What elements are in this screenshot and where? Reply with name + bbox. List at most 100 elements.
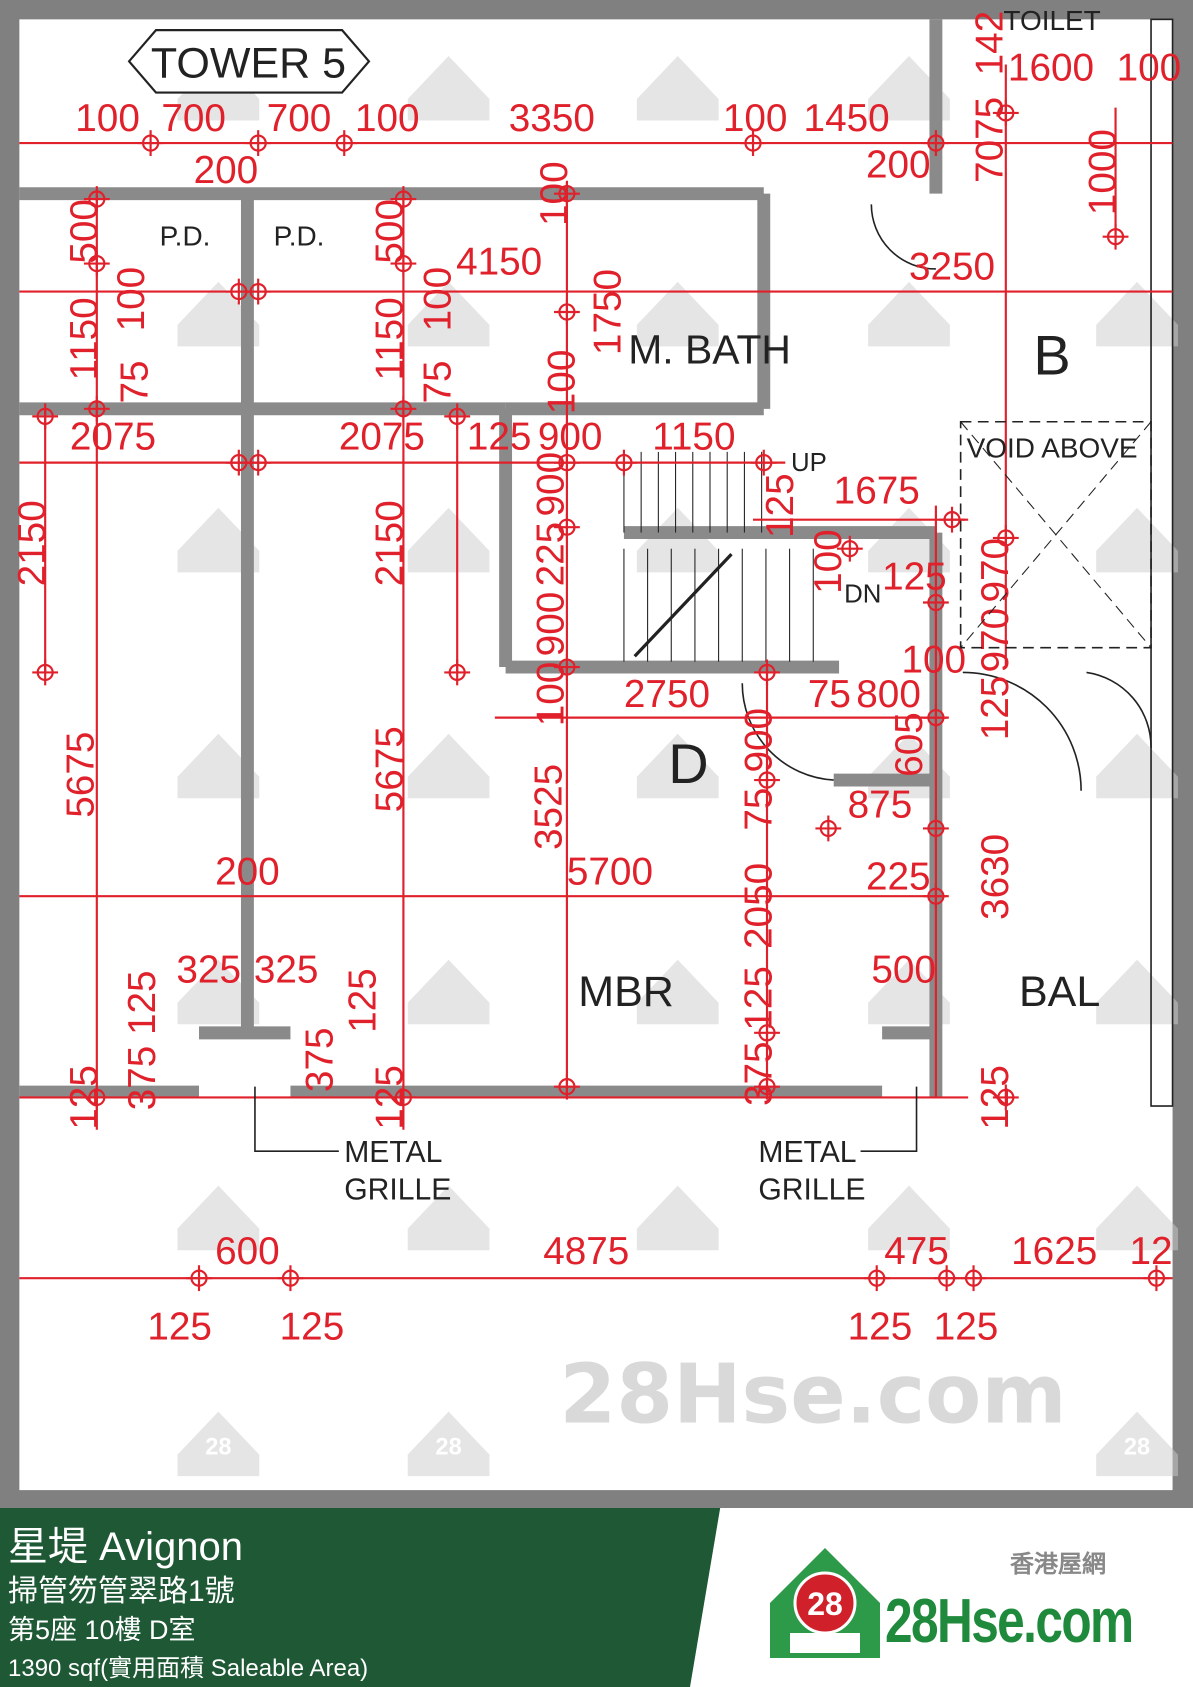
dimension-label: 500 — [871, 948, 936, 991]
dimension-lines — [19, 64, 1173, 1292]
dimension-label: 100 — [807, 529, 850, 594]
door-swing — [1086, 671, 1152, 748]
watermark-house-icon — [868, 281, 950, 347]
grille-leader-line — [860, 1086, 918, 1153]
dimension-label: 1150 — [368, 297, 411, 380]
dimension-label: 900 — [530, 452, 573, 517]
dimension-label: 3630 — [974, 834, 1017, 920]
watermark-house-icon — [636, 959, 719, 1025]
balcony-label: BAL — [1019, 968, 1100, 1016]
metal-grille-label: METAL — [344, 1136, 442, 1169]
void-above-label: VOID ABOVE — [967, 432, 1138, 463]
dimension-label: 1625 — [1011, 1230, 1097, 1273]
dimension-label: 125 — [368, 1065, 411, 1130]
watermark-house-icon — [177, 1411, 260, 1477]
watermark-house-icon — [1096, 1185, 1178, 1251]
watermark-house-icon — [1096, 281, 1178, 347]
dimension-label: 2750 — [624, 673, 710, 716]
unit-b-label: B — [1033, 323, 1070, 386]
dimension-label: 1150 — [652, 416, 735, 459]
dimension-label: 200 — [866, 144, 931, 187]
brand-logo: 香港屋網 28 28Hse.com — [690, 1508, 1193, 1687]
watermark-badge: 28 — [205, 1435, 231, 1461]
dimension-label: 75 — [737, 788, 780, 831]
dimension-label: 500 — [368, 199, 411, 264]
logo-chinese-name: 香港屋網 — [1010, 1551, 1106, 1578]
logo-badge-text: 28 — [807, 1586, 843, 1622]
dimension-label: 125 — [737, 966, 780, 1031]
dimension-label: 2150 — [11, 500, 54, 586]
dimension-label: 142 — [969, 11, 1012, 76]
void-cross-line — [960, 421, 1152, 649]
dimension-label: 125 — [63, 1065, 106, 1130]
room-labels: TOWER 5 P.D. P.D. M. BATH B VOID ABOVE T… — [127, 5, 1152, 1207]
dimension-label: 100 — [901, 638, 966, 681]
dimension-label: 125 — [974, 676, 1017, 741]
footer-info-panel: 星堤 Avignon 掃管笏管翠路1號 第5座 10樓 D室 1390 sqf(… — [0, 1508, 730, 1687]
saleable-area: 1390 sqf(實用面積 Saleable Area) — [8, 1655, 369, 1682]
dimension-label: 125 — [341, 968, 384, 1033]
dimension-label: 125 — [147, 1305, 212, 1348]
dimension-label: 3525 — [528, 764, 571, 850]
dimension-label: 100 — [723, 97, 788, 140]
stair-break-line — [633, 552, 733, 658]
dimension-label: 75 — [113, 360, 156, 403]
watermark-house-icon — [1096, 1411, 1178, 1477]
door-swing — [962, 671, 1082, 791]
dimension-label: 100 — [110, 267, 153, 332]
estate-address: 掃管笏管翠路1號 — [8, 1575, 235, 1608]
dimension-label: 1675 — [834, 470, 920, 513]
watermark-house-icon — [177, 281, 260, 347]
dimension-label: 225 — [530, 522, 573, 587]
dimension-label: 375 — [121, 1046, 164, 1111]
dimension-label: 100 — [75, 97, 140, 140]
dimension-label: 3350 — [509, 97, 595, 140]
dimension-label: 1750 — [587, 269, 630, 355]
dimension-label: 100 — [355, 97, 420, 140]
watermark-house-icon — [407, 1185, 490, 1251]
dimension-label: 1150 — [63, 297, 106, 380]
dimension-label: 4875 — [543, 1230, 629, 1273]
watermark-house-icon — [177, 733, 260, 799]
dimension-label: 200 — [215, 850, 280, 893]
pd-label: P.D. — [160, 220, 211, 251]
dimension-label: 900 — [538, 416, 603, 459]
dimension-label: 125 — [280, 1305, 345, 1348]
dimension-label: 3250 — [909, 246, 995, 289]
dimension-label: 75 — [808, 673, 851, 716]
logo-wordmark: 28Hse.com — [885, 1587, 1134, 1656]
dimension-label: 125 — [974, 1065, 1017, 1130]
watermark-house-icon — [636, 55, 719, 121]
watermark-text: 28Hse.com — [559, 1347, 1066, 1442]
watermark-house-icon — [407, 55, 490, 121]
dimension-label: 100 — [530, 662, 573, 727]
dimension-label: 605 — [888, 712, 931, 777]
toilet-label: TOILET — [1003, 5, 1100, 36]
dimension-label: 325 — [176, 948, 241, 991]
dimension-label: 75 — [417, 360, 460, 403]
grille-leader-line — [254, 1086, 339, 1153]
dimension-label: 700 — [161, 97, 226, 140]
dimension-label: 970 — [974, 538, 1017, 603]
dimension-label: 7075 — [969, 97, 1012, 183]
dimension-label: 100 — [417, 267, 460, 332]
dimension-label: 1450 — [804, 97, 890, 140]
watermark-house-icon — [407, 959, 490, 1025]
dimension-label: 375 — [298, 1027, 341, 1092]
dimension-label: 125 — [121, 970, 164, 1035]
dimension-label: 800 — [856, 673, 921, 716]
metal-grille-label: METAL — [758, 1136, 856, 1169]
dimension-label: 2050 — [737, 863, 780, 949]
dimension-label: 125 — [934, 1305, 999, 1348]
watermark-house-icon — [636, 733, 719, 799]
dimension-label: 325 — [254, 948, 319, 991]
watermark-house-icon — [1096, 733, 1178, 799]
dimension-label: 125 — [882, 556, 947, 599]
unit-d-label: D — [668, 732, 708, 795]
watermark-house-icon — [636, 507, 719, 573]
watermark-house-icon — [177, 1185, 260, 1251]
dimension-label: 5675 — [368, 726, 411, 812]
dimension-label: 200 — [194, 149, 259, 192]
